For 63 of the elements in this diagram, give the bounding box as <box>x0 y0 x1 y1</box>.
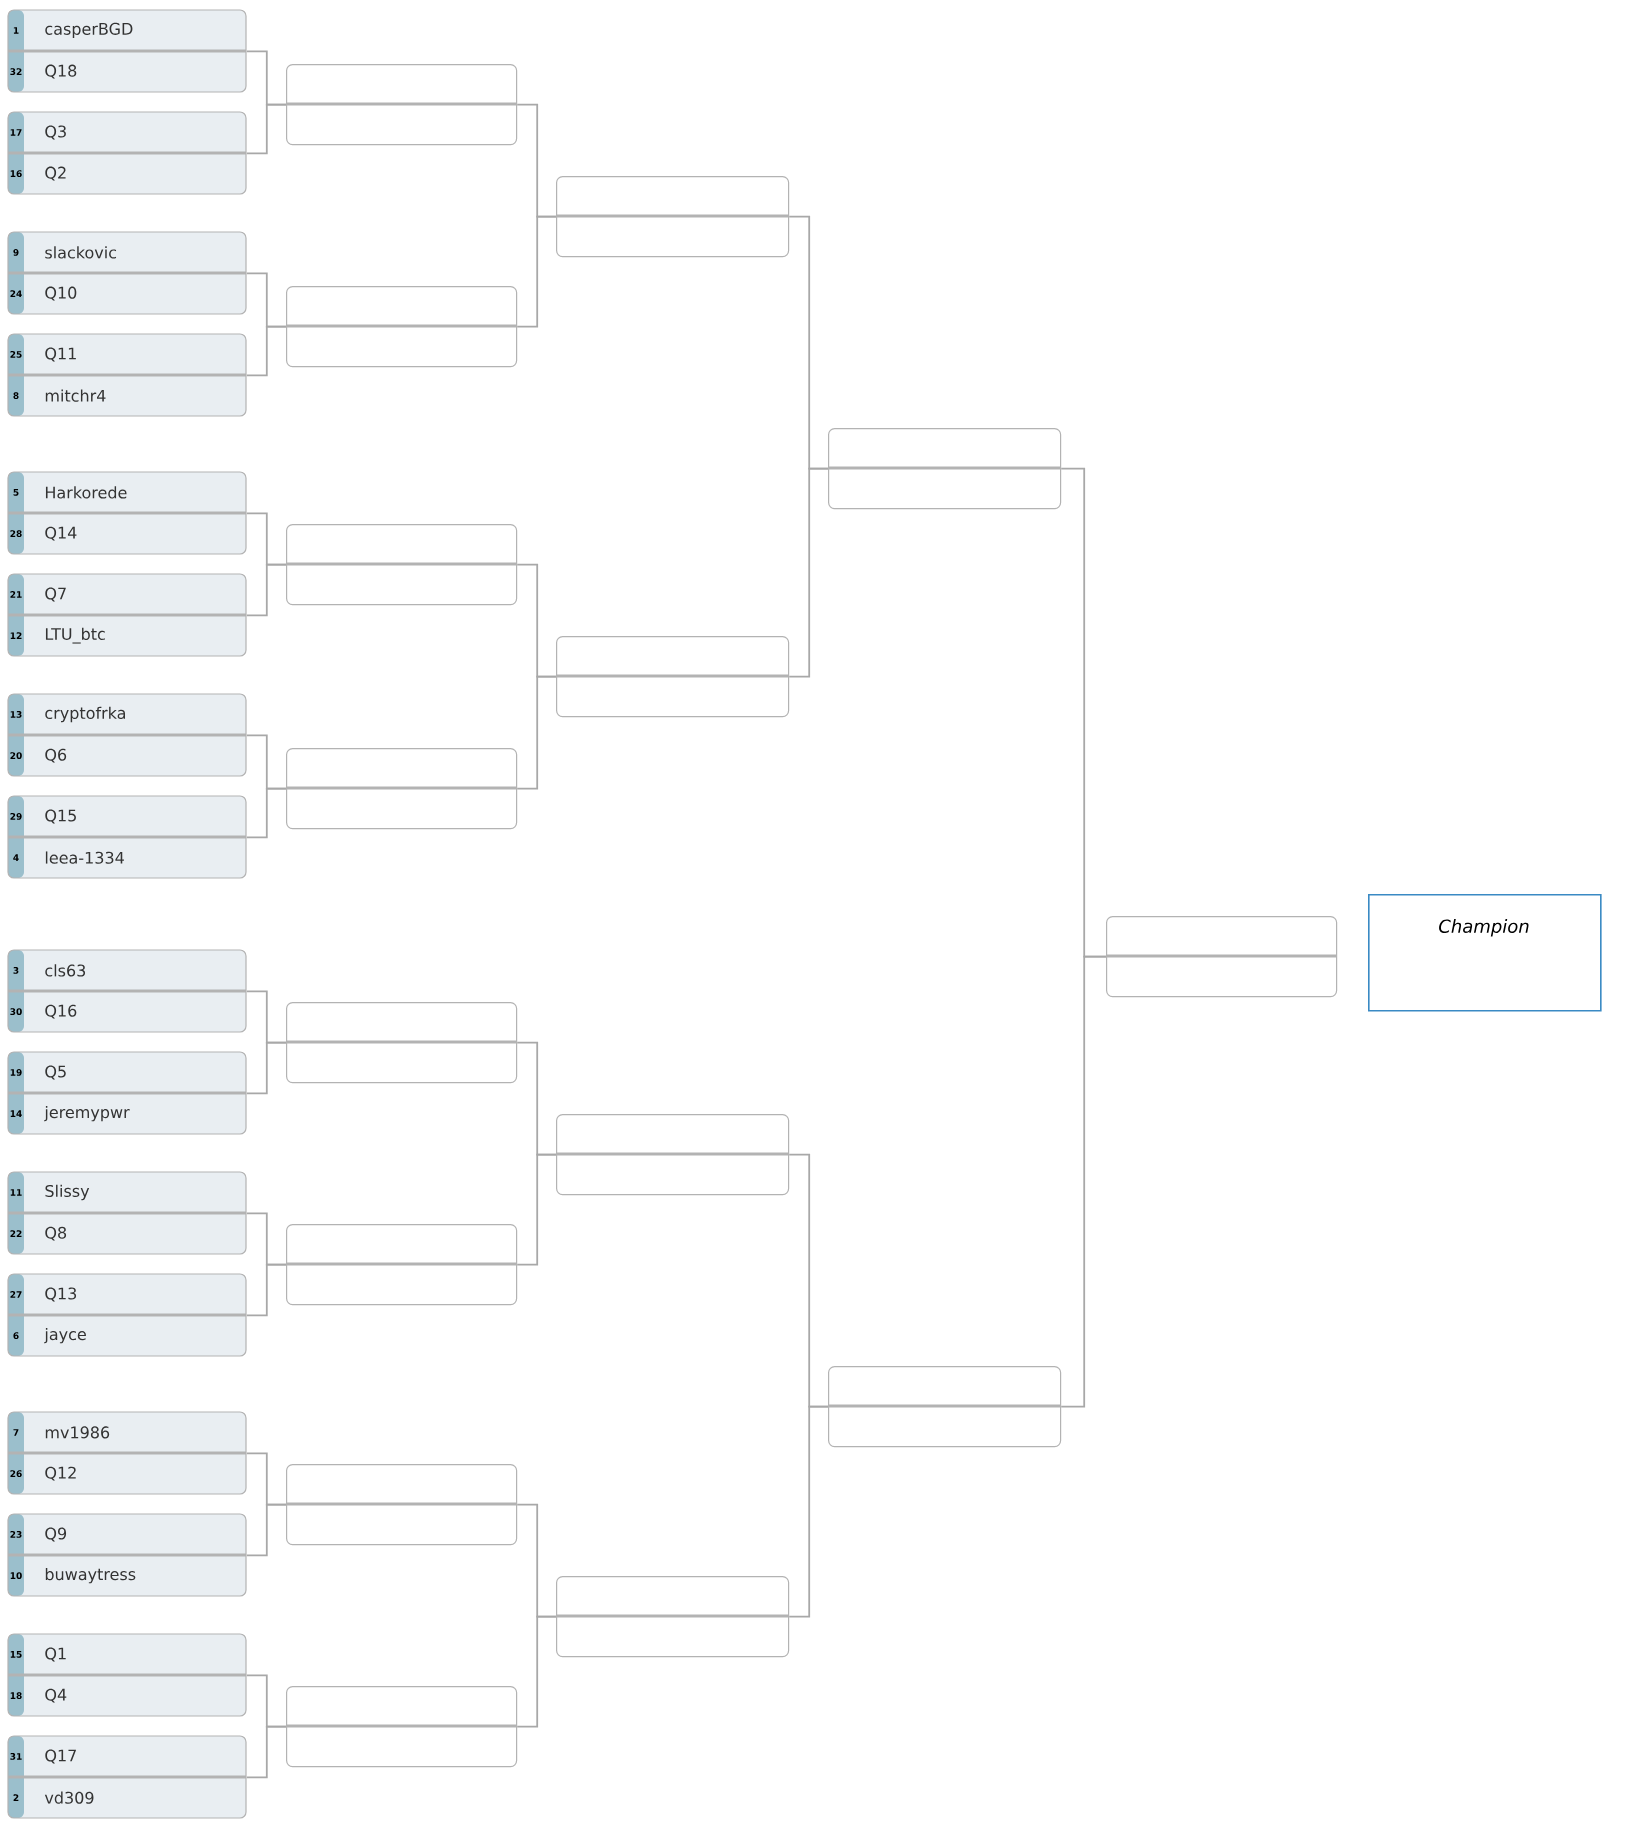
player-name: Q10 <box>45 286 77 301</box>
player-name: cls63 <box>45 964 86 977</box>
bracket-line <box>516 675 557 790</box>
bracket-line <box>1060 955 1107 1408</box>
player-name: Q17 <box>45 1749 76 1764</box>
bracket-line <box>245 563 287 617</box>
bracket-line <box>245 787 287 839</box>
bracket-line <box>245 1041 287 1095</box>
match-box <box>286 64 518 146</box>
player-name: LTU_btc <box>45 627 105 644</box>
match-box <box>556 1114 790 1196</box>
bracket-line <box>788 1405 829 1618</box>
player-name: Q16 <box>45 1004 77 1019</box>
bracket-line <box>245 325 287 377</box>
player-name: buwaytress <box>45 1567 136 1584</box>
player-name: Q8 <box>45 1226 67 1241</box>
match-box <box>828 428 1062 510</box>
bracket-line <box>245 1725 287 1779</box>
player-name: Q9 <box>45 1527 67 1542</box>
player-name: Harkorede <box>45 486 127 499</box>
player-name: cryptofrka <box>45 706 125 723</box>
player-name: jayce <box>44 1327 86 1344</box>
bracket-line <box>516 215 557 328</box>
player-name: vd309 <box>44 1791 94 1804</box>
player-name: leea-1334 <box>45 851 124 864</box>
player-name: Q4 <box>45 1688 67 1703</box>
match-box <box>556 1576 790 1658</box>
player-name: Q1 <box>45 1647 66 1662</box>
player-name: casperBGD <box>45 22 133 38</box>
player-name: Q14 <box>45 526 77 541</box>
match-box <box>286 1002 518 1084</box>
bracket-line <box>245 1263 287 1317</box>
bracket-line <box>245 103 287 155</box>
player-name: Q12 <box>45 1466 76 1481</box>
player-name: Q11 <box>45 347 76 362</box>
player-name: Q18 <box>45 64 77 79</box>
match-box <box>828 1366 1062 1448</box>
match-box <box>1106 916 1338 998</box>
match-box <box>286 524 518 606</box>
player-name: Q5 <box>45 1065 66 1080</box>
player-name: jeremypwr <box>44 1105 130 1122</box>
bracket-line <box>788 467 829 678</box>
match-box <box>286 1224 518 1306</box>
match-box <box>286 748 518 830</box>
bracket-line <box>516 1153 557 1266</box>
player-name: Slissy <box>45 1184 90 1201</box>
bracket-line <box>516 1615 557 1728</box>
match-box <box>286 1686 518 1768</box>
player-name: mv1986 <box>45 1426 110 1439</box>
player-name: Q3 <box>45 125 66 140</box>
player-name: Q2 <box>45 166 66 181</box>
player-name: Q13 <box>45 1287 77 1302</box>
player-name: slackovic <box>45 246 116 259</box>
bracket-line <box>245 1503 287 1557</box>
player-name: mitchr4 <box>45 389 106 402</box>
player-name: Q15 <box>45 809 76 824</box>
match-box <box>286 1464 518 1546</box>
player-name: Q6 <box>45 748 67 763</box>
champion-label: Champion <box>1439 919 1529 937</box>
match-box <box>286 286 518 368</box>
match-box <box>556 176 790 258</box>
match-box <box>556 636 790 718</box>
player-name: Q7 <box>45 587 66 602</box>
